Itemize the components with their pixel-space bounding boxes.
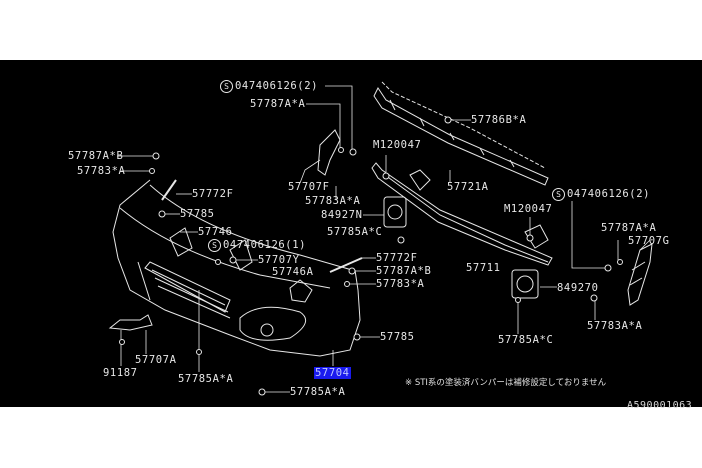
part-label-57786b-a[interactable]: 57786B*A <box>471 114 527 126</box>
part-label-m120047[interactable]: M120047 <box>504 203 553 215</box>
leader-lines <box>117 85 651 393</box>
part-label-57746a[interactable]: 57746A <box>272 266 314 278</box>
s-mark-icon: S <box>208 239 221 252</box>
part-label-849270[interactable]: 849270 <box>557 282 599 294</box>
part-label-m120047[interactable]: M120047 <box>373 139 422 151</box>
part-label-57711[interactable]: 57711 <box>466 262 501 274</box>
plate-849270-shape <box>511 269 539 299</box>
part-number: 047406126(1) <box>223 239 307 251</box>
part-label-57787a-b[interactable]: 57787A*B <box>68 150 124 162</box>
bracket-57746-detail <box>229 239 253 271</box>
part-label-57746[interactable]: 57746 <box>198 226 233 238</box>
part-number: 047406126(2) <box>567 188 651 200</box>
s-mark-icon: S <box>552 188 565 201</box>
bumper-57704-shape <box>108 179 361 357</box>
s-mark-icon: S <box>220 80 233 93</box>
part-number: 047406126(2) <box>235 80 319 92</box>
part-label-57772f[interactable]: 57772F <box>376 252 418 264</box>
part-label-57704-selected[interactable]: 57704 <box>314 367 351 379</box>
fasteners <box>119 116 623 396</box>
part-label-57785[interactable]: 57785 <box>380 331 415 343</box>
bracket-57707f-shape <box>317 129 341 176</box>
part-label-57783a-a[interactable]: 57783A*A <box>587 320 643 332</box>
beam-57711-shape <box>371 162 553 266</box>
part-label-57772f[interactable]: 57772F <box>192 188 234 200</box>
plate-84927n-shape <box>383 196 407 228</box>
part-label-57707f[interactable]: 57707F <box>288 181 330 193</box>
figure-code: A590001063 <box>627 400 693 411</box>
part-label-57721a[interactable]: 57721A <box>447 181 489 193</box>
part-label-57707a[interactable]: 57707A <box>135 354 177 366</box>
part-label-57787a-a[interactable]: 57787A*A <box>601 222 657 234</box>
part-label-57785a-a[interactable]: 57785A*A <box>178 373 234 385</box>
part-label-57785[interactable]: 57785 <box>180 208 215 220</box>
part-label-57785a-c[interactable]: 57785A*C <box>327 226 383 238</box>
part-label-57783-a[interactable]: 57783*A <box>77 165 126 177</box>
part-label-57783-a[interactable]: 57783*A <box>376 278 425 290</box>
part-label-57785a-a[interactable]: 57785A*A <box>290 386 346 398</box>
part-label-57785a-c[interactable]: 57785A*C <box>498 334 554 346</box>
diagram-panel <box>0 60 702 407</box>
part-label-84927n[interactable]: 84927N <box>321 209 363 221</box>
strip-57772f-right-shape <box>329 257 363 273</box>
part-label-57787a-b[interactable]: 57787A*B <box>376 265 432 277</box>
part-label-57787a-a[interactable]: 57787A*A <box>250 98 306 110</box>
bracket-57707g-shape <box>627 243 653 306</box>
part-label-57783a-a[interactable]: 57783A*A <box>305 195 361 207</box>
part-label-57707g[interactable]: 57707G <box>628 235 670 247</box>
absorber-57721a-shape <box>373 81 549 186</box>
part-label-91187[interactable]: 91187 <box>103 367 138 379</box>
part-label-57707y[interactable]: 57707Y <box>258 254 300 266</box>
sti-bumper-note: ※ STI系の塗装済バンパーは補修設定しておりません <box>405 378 607 388</box>
bracket-57707a-shape <box>108 314 153 331</box>
